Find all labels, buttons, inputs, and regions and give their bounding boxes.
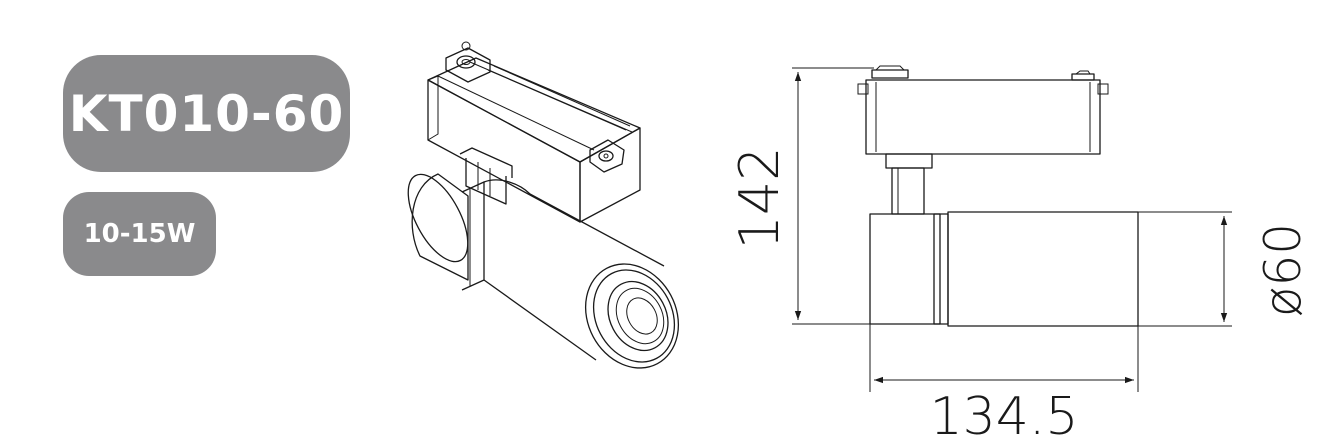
power-badge: 10-15W [63, 192, 216, 276]
side-view: 142 ø60 134.5 [728, 65, 1312, 447]
height-dimension-label: 142 [728, 146, 791, 249]
stem-cap [885, 153, 933, 169]
cylinder-body [407, 173, 680, 369]
diameter-dimension: ø60 [1138, 211, 1312, 327]
adapter-clip-right [1071, 73, 1095, 81]
adapter-box [427, 41, 641, 223]
adapter-box-side [865, 79, 1101, 155]
isometric-view [407, 41, 680, 369]
height-dimension: 142 [728, 67, 874, 325]
rear-cap-side [869, 213, 941, 325]
model-label: KT010-60 [68, 84, 345, 143]
adapter-stem [459, 147, 513, 205]
length-dimension-label: 134.5 [930, 387, 1079, 447]
stem [891, 167, 925, 215]
length-dimension: 134.5 [869, 324, 1139, 447]
adapter-clip-left [871, 69, 909, 79]
model-badge: KT010-60 [63, 55, 350, 172]
tube-side [947, 211, 1139, 327]
joint-band-side [933, 213, 949, 325]
diameter-dimension-label: ø60 [1254, 223, 1312, 317]
power-label: 10-15W [83, 219, 196, 249]
